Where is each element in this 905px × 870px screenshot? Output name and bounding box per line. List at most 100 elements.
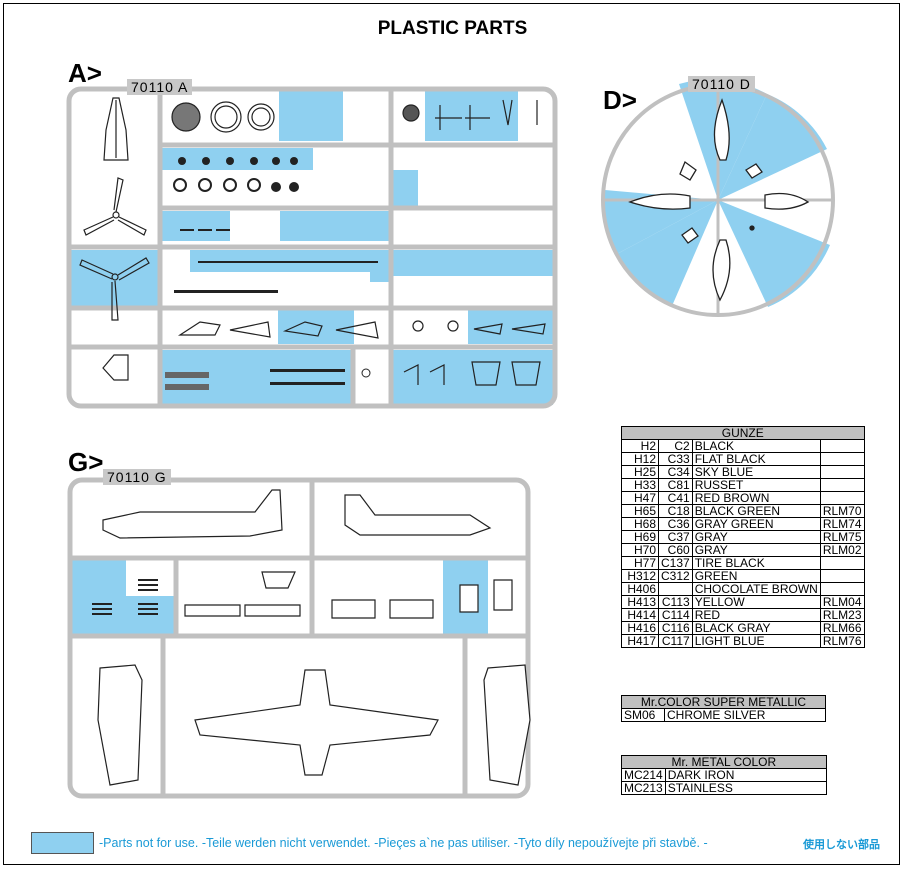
metal-color-name: DARK IRON (664, 768, 827, 782)
gunze-rlm-code (819, 439, 865, 453)
sprue-a-unused-regions (69, 89, 553, 405)
gunze-c-code: C81 (658, 478, 693, 492)
sprue-g-code: 70110 G (103, 469, 171, 485)
gunze-h-code: H414 (621, 608, 659, 622)
unused-parts-swatch (31, 832, 94, 854)
gunze-c-code: C34 (658, 465, 693, 479)
super-metallic-code: SM06 (621, 708, 665, 722)
gunze-c-code: C2 (658, 439, 693, 453)
gunze-c-code: C114 (658, 608, 693, 622)
gunze-rlm-code (819, 556, 865, 570)
sprue-a (66, 86, 558, 409)
gunze-h-code: H12 (621, 452, 659, 466)
gunze-rlm-code (819, 478, 865, 492)
gunze-h-code: H417 (621, 634, 659, 648)
gunze-c-code: C41 (658, 491, 693, 505)
gunze-h-code: H69 (621, 530, 659, 544)
gunze-rlm-code (819, 465, 865, 479)
page-frame (3, 3, 900, 865)
gunze-h-code: H33 (621, 478, 659, 492)
sprue-a-label: A> (68, 58, 102, 88)
gunze-rlm-code: RLM76 (819, 634, 865, 648)
gunze-row: H406 CHOCOLATE BROWN (621, 582, 865, 596)
gunze-h-code: H25 (621, 465, 659, 479)
gunze-rlm-code (819, 452, 865, 466)
gunze-color-name: YELLOW (691, 595, 821, 609)
gunze-c-code (658, 582, 693, 596)
gunze-rlm-code (819, 491, 865, 505)
gunze-rlm-code: RLM02 (819, 543, 865, 557)
gunze-header: GUNZE (621, 426, 865, 440)
sprue-a-wing-parts (177, 320, 546, 386)
gunze-c-code: C33 (658, 452, 693, 466)
metal-color-header: Mr. METAL COLOR (621, 755, 827, 769)
gunze-rlm-code: RLM23 (819, 608, 865, 622)
metal-color-code: MC214 (621, 768, 666, 782)
gunze-h-code: H312 (621, 569, 659, 583)
super-metallic-name: CHROME SILVER (664, 708, 826, 722)
gunze-color-name: BLACK (691, 439, 821, 453)
sprue-g-parts (97, 489, 531, 786)
gunze-h-code: H68 (621, 517, 659, 531)
gunze-h-code: H406 (621, 582, 659, 596)
page-title: PLASTIC PARTS (377, 18, 528, 39)
sprue-a-parts (79, 97, 538, 381)
sprue-g (67, 477, 531, 799)
gunze-color-name: BLACK GREEN (691, 504, 821, 518)
gunze-rlm-code: RLM70 (819, 504, 865, 518)
gunze-h-code: H413 (621, 595, 659, 609)
sprue-a-runners (66, 86, 558, 409)
sprue-d-code: 70110 D (688, 76, 755, 92)
gunze-color-name: CHOCOLATE BROWN (691, 582, 821, 596)
unused-parts-legend: -Parts not for use. -Teile werden nicht … (99, 836, 708, 850)
gunze-c-code: C117 (658, 634, 693, 648)
gunze-color-name: RED BROWN (691, 491, 821, 505)
gunze-color-name: GRAY GREEN (691, 517, 821, 531)
sprue-d-label: D> (603, 85, 637, 115)
gunze-color-name: BLACK GRAY (691, 621, 821, 635)
gunze-c-code: C37 (658, 530, 693, 544)
gunze-rlm-code: RLM04 (819, 595, 865, 609)
gunze-color-name: SKY BLUE (691, 465, 821, 479)
gunze-color-name: RED (691, 608, 821, 622)
gunze-color-name: GREEN (691, 569, 821, 583)
sprue-g-runners (67, 477, 531, 799)
gunze-h-code: H2 (621, 439, 659, 453)
metal-color-code: MC213 (621, 781, 666, 795)
gunze-color-name: FLAT BLACK (691, 452, 821, 466)
gunze-c-code: C116 (658, 621, 693, 635)
sprue-g-unused-regions (70, 560, 488, 636)
gunze-color-name: GRAY (691, 543, 821, 557)
gunze-rlm-code (819, 582, 865, 596)
gunze-h-code: H416 (621, 621, 659, 635)
sprue-d (601, 79, 835, 317)
super-metallic-header: Mr.COLOR SUPER METALLIC (621, 695, 826, 709)
gunze-color-name: RUSSET (691, 478, 821, 492)
gunze-c-code: C137 (658, 556, 693, 570)
gunze-c-code: C113 (658, 595, 693, 609)
gunze-rlm-code: RLM75 (819, 530, 865, 544)
gunze-rlm-code: RLM74 (819, 517, 865, 531)
unused-parts-legend-jp: 使用しない部品 (803, 838, 880, 851)
sprue-d-canopy-parts (628, 98, 810, 302)
metal-color-name: STAINLESS (664, 781, 827, 795)
gunze-c-code: C18 (658, 504, 693, 518)
